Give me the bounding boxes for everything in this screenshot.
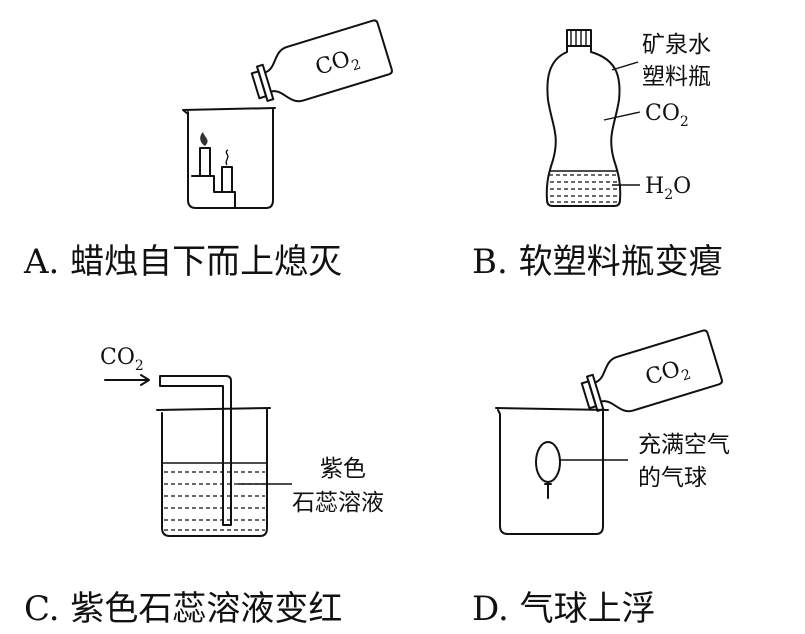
h2o-label: H2O [645, 174, 691, 203]
smoke-icon [225, 149, 229, 166]
delivery-tube [159, 375, 232, 526]
plastic-bottle [545, 45, 622, 207]
balloon-label-line2: 的气球 [638, 465, 707, 491]
panel-a: CO2 [182, 18, 394, 209]
solution-label-line1: 紫色 [320, 456, 366, 482]
panel-c: CO2 紫色 石蕊溶液 [100, 345, 384, 537]
arrow [104, 374, 150, 386]
beaker [495, 407, 609, 535]
balloon [535, 441, 561, 483]
balloon-label-line1: 充满空气 [638, 432, 730, 458]
caption-b: B. 软塑料瓶变瘪 [472, 242, 723, 282]
water [549, 174, 618, 203]
co2-inlet-label: CO2 [100, 345, 144, 374]
solution-label-line2: 石蕊溶液 [292, 490, 384, 516]
panel-d: CO2 充满空气 的气球 [495, 328, 730, 535]
co2-label: CO2 [645, 101, 689, 130]
co2-label: CO2 [643, 354, 693, 395]
flame-icon [200, 132, 208, 146]
co2-bottle: CO2 [576, 328, 724, 424]
beaker [156, 407, 271, 537]
panel-b: 矿泉水 塑料瓶 CO2 H2O [545, 29, 711, 207]
extinguished-candle [221, 166, 233, 193]
caption-c: C. 紫色石蕊溶液变红 [24, 589, 342, 629]
co2-label: CO2 [313, 44, 363, 85]
co2-bottle: CO2 [246, 18, 394, 114]
bottle-label-line2: 塑料瓶 [642, 64, 711, 90]
lit-candle [199, 147, 211, 177]
caption-d: D. 气球上浮 [472, 589, 656, 629]
caption-a: A. 蜡烛自下而上熄灭 [23, 242, 342, 282]
bottle-label-line1: 矿泉水 [642, 32, 711, 58]
bottle-cap [566, 29, 592, 47]
beaker [182, 107, 276, 209]
litmus-solution [164, 471, 265, 531]
